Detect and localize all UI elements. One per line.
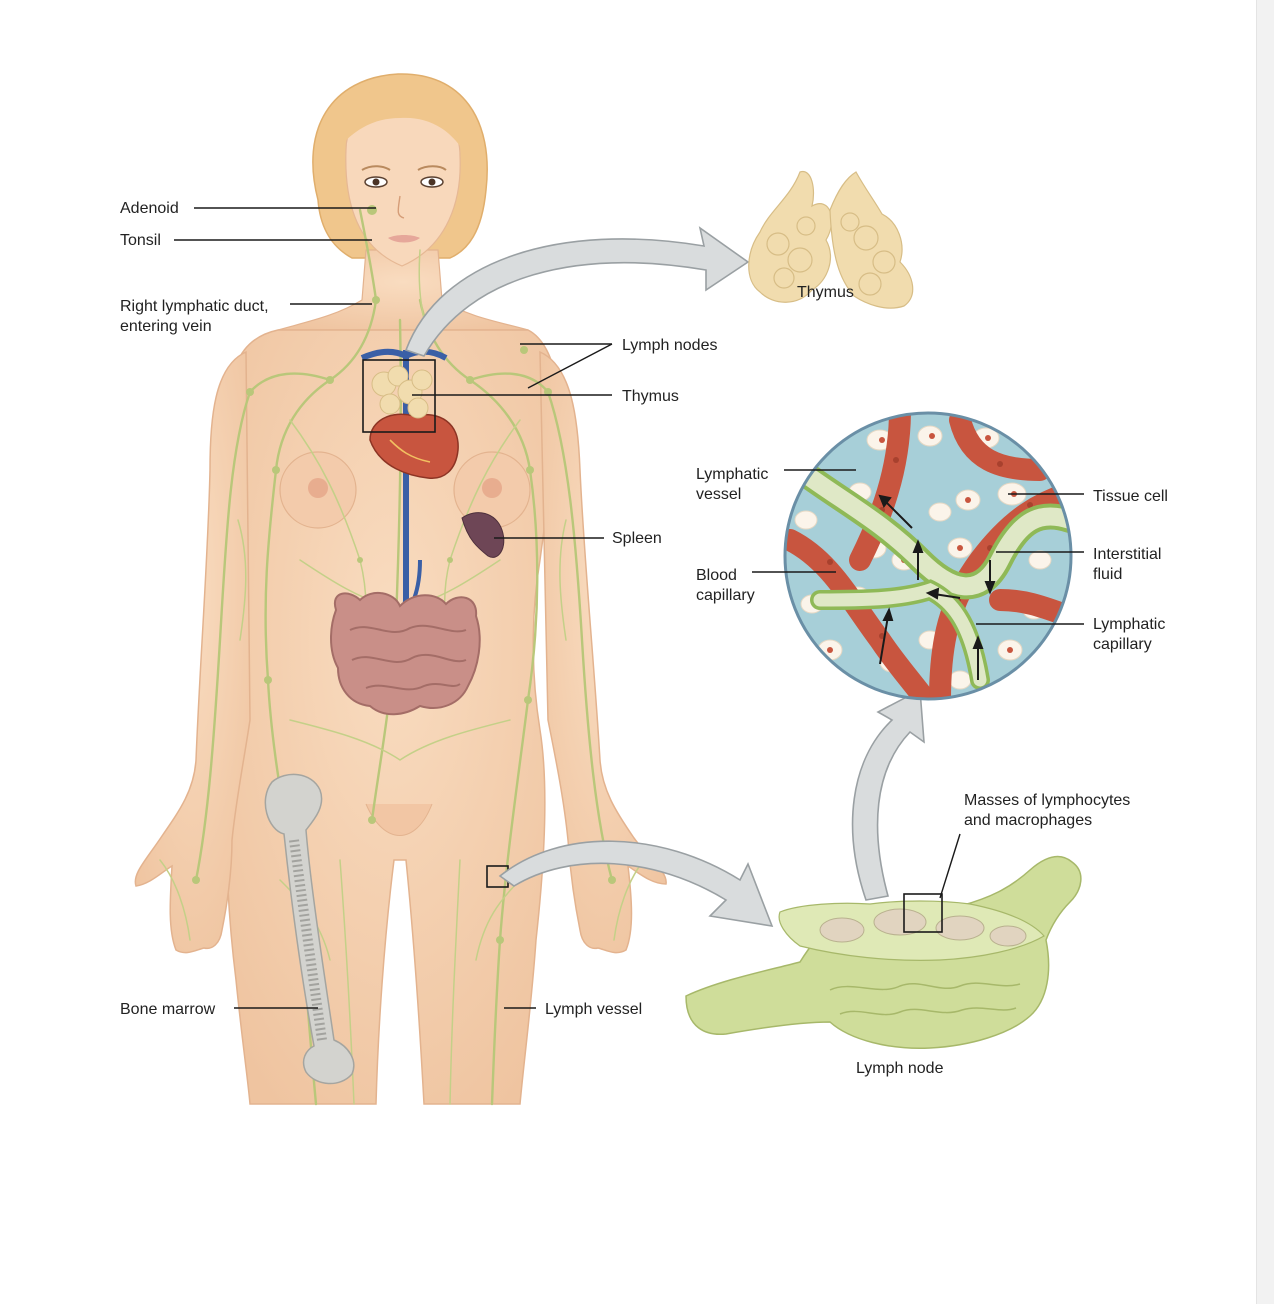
label-right-lymphatic-duct-2: entering vein	[120, 318, 212, 335]
lips	[388, 235, 420, 243]
curved-arrow-icon	[851, 688, 925, 901]
thymus-illustration	[748, 171, 914, 309]
label-masses-of-lymphocytes: Masses of lymphocytes	[964, 792, 1130, 809]
label-right-lymphatic-duct: Right lymphatic duct,	[120, 298, 269, 315]
spleen	[461, 512, 505, 558]
label-lymphatic-vessel-2: vessel	[696, 486, 741, 503]
thymus-in-body	[371, 365, 433, 419]
capillary-bed-inset	[783, 411, 1073, 701]
blood-capillaries	[785, 413, 1071, 699]
label-lymphatic-vessel: Lymphatic	[696, 466, 768, 483]
label-bone-marrow: Bone marrow	[120, 1001, 216, 1018]
label-interstitial-fluid: Interstitial	[1093, 546, 1161, 563]
heart	[369, 413, 459, 479]
label-tissue-cell: Tissue cell	[1093, 488, 1168, 505]
flow-arrows	[878, 494, 996, 680]
label-thymus: Thymus	[622, 388, 679, 405]
label-lymph-vessel: Lymph vessel	[545, 1001, 642, 1018]
label-spleen: Spleen	[612, 530, 662, 547]
curved-arrow-icon	[404, 226, 750, 357]
label-adenoid: Adenoid	[120, 200, 179, 217]
scrollbar-track[interactable]	[1256, 0, 1274, 1304]
curved-arrow-icon	[498, 840, 774, 928]
label-tonsil: Tonsil	[120, 232, 161, 249]
label-masses-of-lymphocytes-2: and macrophages	[964, 812, 1092, 829]
hair-fringe	[330, 84, 475, 170]
femur-bone-marrow	[264, 773, 355, 1085]
label-lymphatic-capillary: Lymphatic	[1093, 616, 1165, 633]
label-blood-capillary-2: capillary	[696, 587, 755, 604]
label-lymph-node: Lymph node	[856, 1060, 944, 1077]
leader-lines	[174, 207, 1084, 1009]
lymphatic-capillaries	[787, 457, 1071, 690]
right-arm	[134, 350, 251, 954]
label-thymus-inset: Thymus	[797, 284, 854, 301]
thymus-highlight-box	[362, 359, 436, 433]
labels: Adenoid Tonsil Right lymphatic duct, ent…	[120, 200, 1168, 1077]
human-body	[134, 73, 667, 1105]
label-interstitial-fluid-2: fluid	[1093, 566, 1122, 583]
label-lymph-nodes: Lymph nodes	[622, 337, 717, 354]
label-blood-capillary: Blood	[696, 567, 737, 584]
node-highlight-box	[903, 893, 943, 933]
lymph-node-illustration	[685, 855, 1082, 1050]
intestines	[330, 591, 481, 716]
label-lymphatic-capillary-2: capillary	[1093, 636, 1152, 653]
